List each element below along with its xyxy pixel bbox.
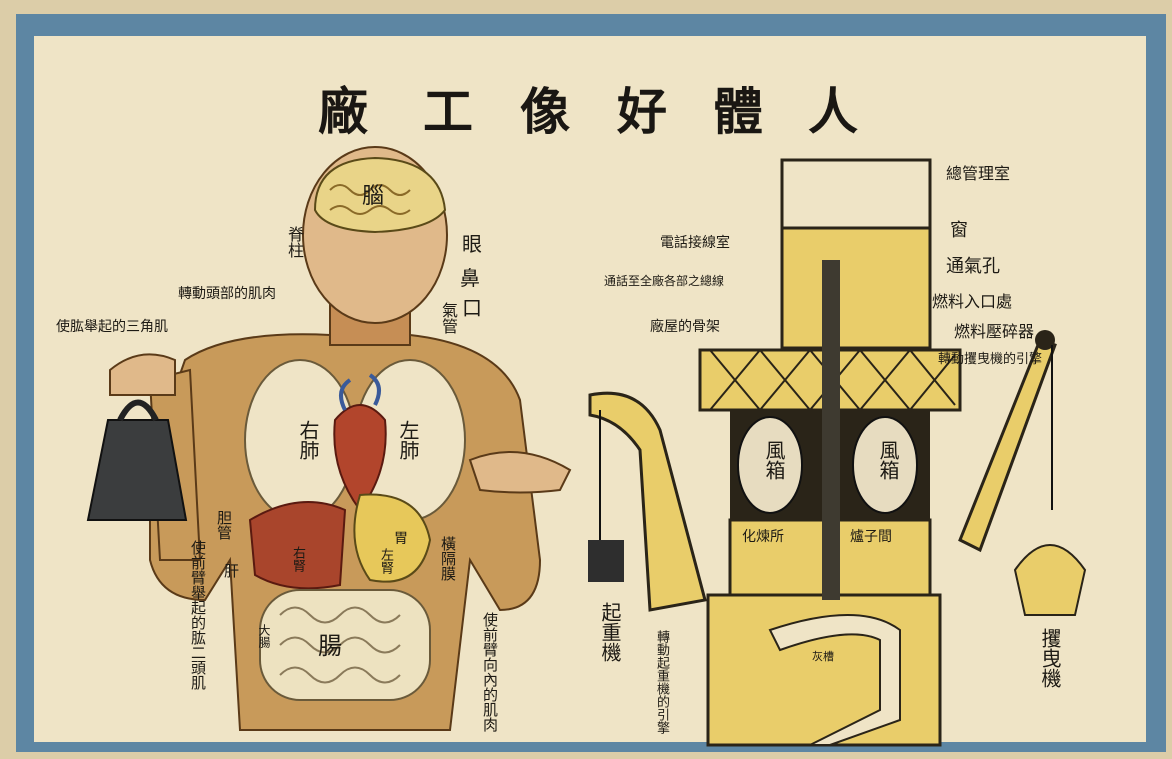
label-boiler: 爐子間 [850,529,892,545]
title-char-4: 像 [520,82,570,141]
label-liver: 肝 [224,562,240,580]
label-left-lung: 左肺 [396,420,420,460]
label-trachea: 氣管 [439,302,458,334]
label-bellows-right: 風箱 [876,440,900,480]
label-left-kidney: 左腎 [378,548,393,574]
title-char-5: 工 [423,82,473,141]
label-diaphragm: 橫隔膜 [439,536,457,581]
human-figure [86,146,572,731]
title-char-2: 體 [713,82,763,141]
label-management: 總管理室 [946,164,1011,183]
label-spine: 脊柱 [285,226,304,258]
label-bellows-left: 風箱 [762,440,786,480]
label-nose: 鼻 [460,266,480,290]
label-ash: 灰槽 [812,650,834,663]
label-forearm-muscle: 使前臂向內的肌肉 [481,612,499,732]
label-crane-motor: 轉動起重機的引擎 [654,630,669,734]
label-shoulder-muscle: 使肱舉起的三角肌 [56,319,168,335]
label-crusher: 燃料壓碎器 [954,322,1035,341]
label-right-lung: 右肺 [296,420,320,460]
label-frame: 廠屋的骨架 [650,319,720,335]
label-eye: 眼 [462,232,482,256]
crane-left [588,391,707,612]
label-large-intestine: 大腸 [257,624,271,648]
label-gallbladder: 胆管 [215,510,233,540]
title-char-6: 廠 [318,82,368,141]
label-crane-engine: 轉動攫曳機的引擎 [938,352,1043,367]
label-stomach: 胃 [394,531,408,547]
label-biceps: 使前臂舉起的肱二頭肌 [189,540,207,690]
label-intestine: 腸 [318,632,342,660]
label-lab: 化煉所 [742,529,784,545]
factory-building [698,158,962,747]
label-neck-muscle: 轉動頭部的肌肉 [178,286,276,302]
label-fuel-inlet: 燃料入口處 [932,292,1013,311]
label-brain: 腦 [362,184,385,209]
label-switchboard: 電話接線室 [660,235,730,251]
label-grab: 攫曳機 [1038,628,1062,688]
label-vent: 通氣孔 [946,256,1000,277]
label-wires: 通話至全廠各部之總線 [604,274,725,288]
label-mouth: 口 [462,296,482,320]
crane-right [958,330,1087,616]
label-right-kidney: 右腎 [290,546,305,572]
label-crane: 起重機 [598,602,622,662]
title-char-3: 好 [617,82,667,141]
title-char-1: 人 [808,82,858,141]
label-window: 窗 [950,220,968,241]
